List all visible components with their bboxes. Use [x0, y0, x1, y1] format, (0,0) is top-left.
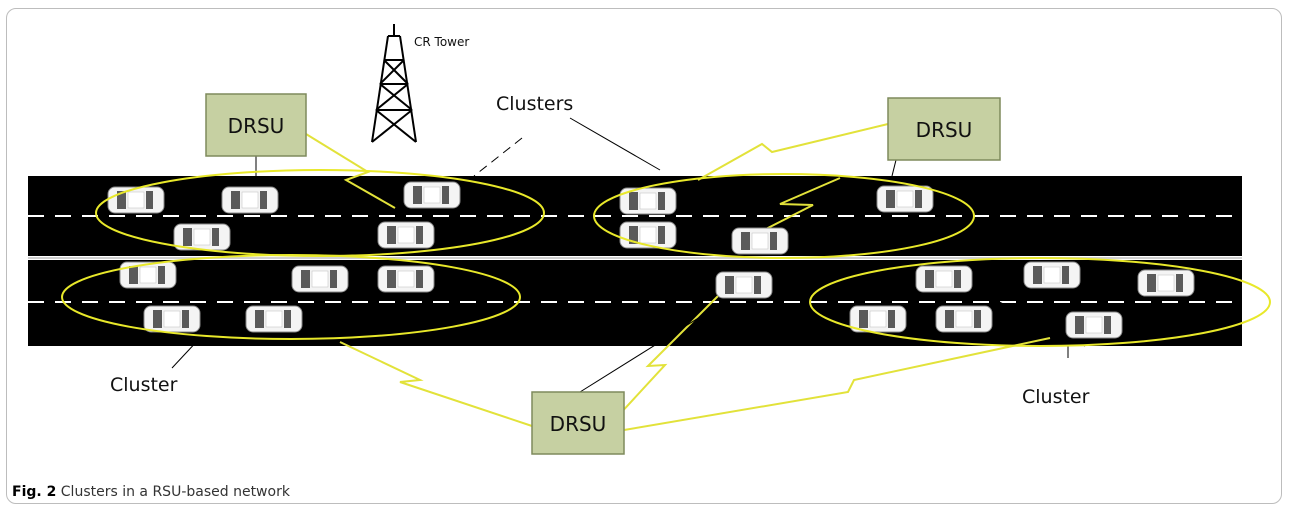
drsu-top-left: DRSU	[205, 93, 307, 157]
car-icon	[915, 265, 973, 293]
lightning-link-icon	[623, 337, 1051, 431]
tower-icon	[371, 24, 417, 143]
figure-frame	[6, 8, 1282, 504]
car-icon	[403, 181, 461, 209]
drsu-label: DRSU	[228, 114, 285, 138]
figure-caption: Fig. 2 Clusters in a RSU-based network	[12, 484, 290, 500]
car-icon	[107, 186, 165, 214]
lightning-link-icon	[697, 123, 889, 181]
car-icon	[619, 221, 677, 249]
cluster-outlines	[61, 169, 1271, 347]
cluster-label-right: Cluster	[1022, 386, 1090, 408]
lightning-link-icon	[339, 341, 533, 427]
car-icon	[1023, 261, 1081, 289]
cluster-label-left: Cluster	[110, 374, 178, 396]
car-icon	[245, 305, 303, 333]
figure-caption-text: Clusters in a RSU-based network	[60, 484, 290, 500]
wireless-links	[305, 123, 1051, 431]
cluster-ellipse	[593, 173, 975, 259]
connector-lines	[171, 117, 1086, 393]
car-icon	[731, 227, 789, 255]
car-icon	[1065, 311, 1123, 339]
lightning-link-icon	[305, 133, 396, 209]
car-icon	[876, 185, 934, 213]
car-icon	[935, 305, 993, 333]
car-icon	[377, 265, 435, 293]
drsu-label: DRSU	[916, 118, 973, 142]
lightning-link-icon	[759, 177, 841, 233]
car-icon	[221, 186, 279, 214]
cluster-ellipse	[809, 257, 1271, 347]
car-icon	[119, 261, 177, 289]
car-icon	[1137, 269, 1195, 297]
drsu-top-right: DRSU	[887, 97, 1001, 161]
clusters-label: Clusters	[496, 93, 573, 115]
car-icon	[143, 305, 201, 333]
tower-label: CR Tower	[414, 35, 469, 49]
car-icon	[291, 265, 349, 293]
drsu-label: DRSU	[550, 412, 607, 436]
car-icon	[715, 271, 773, 299]
drsu-bottom: DRSU	[531, 391, 625, 455]
lightning-link-icon	[617, 293, 721, 417]
figure-number: Fig. 2	[12, 484, 57, 500]
cluster-ellipse	[61, 254, 521, 340]
car-icon	[377, 221, 435, 249]
